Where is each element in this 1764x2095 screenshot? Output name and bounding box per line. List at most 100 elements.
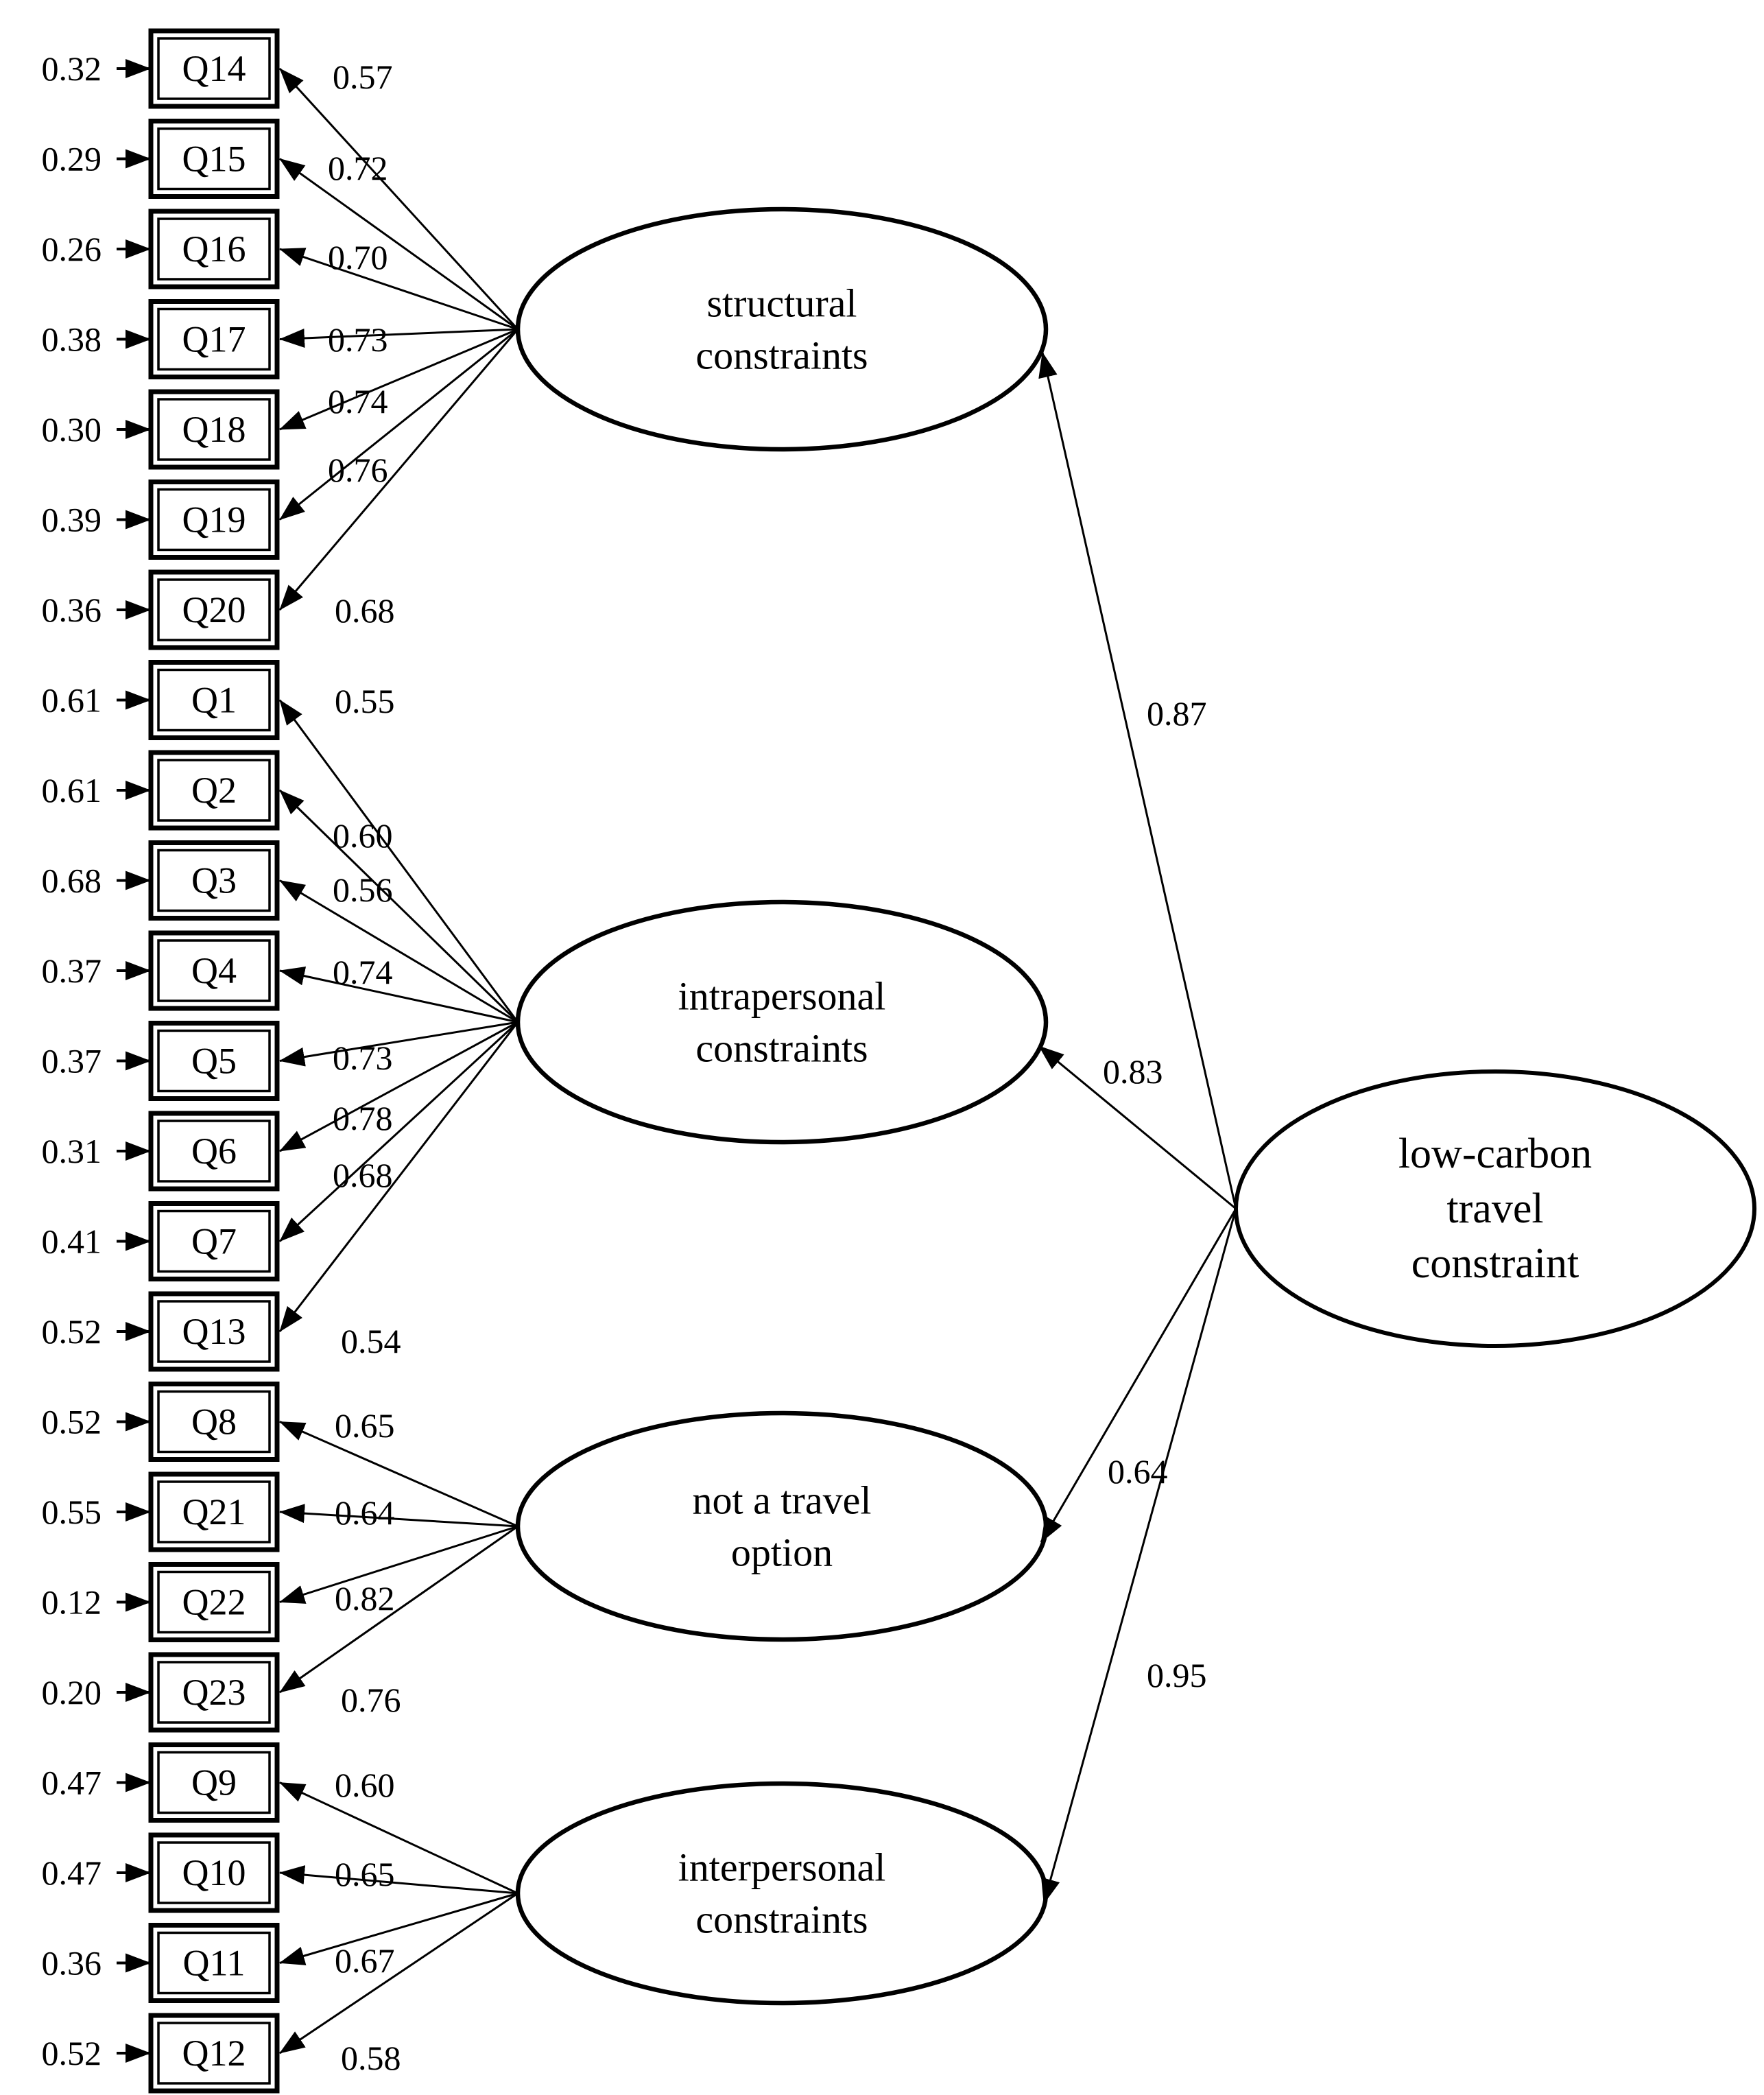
loading-value-Q4: 0.74 [333,953,393,991]
loading-value-Q5: 0.73 [333,1039,393,1077]
indicator-label-Q5: Q5 [191,1041,237,1082]
factor-label-intrapersonal-constraints-line1: intrapersonal [678,974,886,1019]
error-value-Q8: 0.52 [42,1403,102,1441]
indicator-box-Q17 [148,299,280,379]
indicator-label-Q22: Q22 [182,1582,246,1623]
latent-factor-ellipse-interpersonal-constraints [515,1781,1049,2006]
error-value-Q1: 0.61 [42,681,102,720]
error-value-Q14: 0.32 [42,49,102,88]
indicator-label-Q11: Q11 [183,1943,246,1984]
loading-value-Q1: 0.55 [335,682,395,720]
loading-value-Q22: 0.82 [335,1579,395,1618]
indicator-label-Q7: Q7 [191,1221,237,1262]
indicator-box-Q6 [148,1111,280,1192]
indicator-box-inner-Q3 [157,849,271,912]
indicator-box-Q8 [148,1382,280,1462]
loading-value-Q10: 0.65 [335,1855,395,1893]
loading-value-Q2: 0.60 [333,816,393,855]
error-value-Q23: 0.20 [42,1673,102,1712]
indicator-box-Q11 [148,1923,280,2003]
loading-value-Q13: 0.54 [341,1322,401,1360]
loading-arrow-not-a-travel-option-to-Q23 [279,1525,519,1694]
indicator-box-inner-Q11 [157,1931,271,1995]
indicator-box-inner-Q7 [157,1209,271,1273]
indicator-box-inner-Q10 [157,1841,271,1904]
indicator-box-Q18 [148,389,280,470]
second-order-factor-label-line2: travel [1446,1185,1543,1232]
loading-value-Q16: 0.70 [328,238,388,276]
path-coefficient-not-a-travel-option: 0.64 [1108,1452,1168,1491]
error-value-Q4: 0.37 [42,951,102,990]
loading-value-Q17: 0.73 [328,320,388,359]
path-coefficient-intrapersonal-constraints: 0.83 [1103,1052,1163,1091]
latent-factor-ellipse-structural-constraints [515,206,1049,452]
indicator-label-Q4: Q4 [191,950,237,991]
error-value-Q2: 0.61 [42,771,102,809]
loading-arrow-not-a-travel-option-to-Q22 [279,1525,519,1604]
indicator-label-Q8: Q8 [191,1401,237,1443]
indicator-box-inner-Q6 [157,1120,271,1183]
indicator-box-Q5 [148,1021,280,1101]
error-value-Q6: 0.31 [42,1132,102,1170]
indicator-box-Q14 [148,28,280,109]
indicator-box-inner-Q18 [157,398,271,461]
error-value-Q16: 0.26 [42,230,102,268]
factor-label-interpersonal-constraints-line1: interpersonal [678,1845,886,1890]
loading-arrow-intrapersonal-constraints-to-Q4 [279,966,519,1023]
loading-value-Q21: 0.64 [335,1493,395,1532]
path-low-carbon-travel-constraint-to-interpersonal-constraints [1041,1208,1237,1904]
loading-arrow-interpersonal-constraints-to-Q12 [279,1892,519,2055]
indicator-box-Q19 [148,480,280,560]
error-value-Q22: 0.12 [42,1583,102,1622]
indicator-label-Q17: Q17 [182,319,246,360]
loading-arrow-interpersonal-constraints-to-Q11 [279,1892,519,1965]
factor-label-intrapersonal-constraints-line2: constraints [695,1026,868,1071]
indicator-box-inner-Q22 [157,1570,271,1634]
indicator-box-inner-Q16 [157,217,271,281]
loading-arrow-structural-constraints-to-Q14 [278,67,519,331]
indicator-label-Q1: Q1 [191,680,237,721]
indicator-box-inner-Q14 [157,37,271,100]
loading-value-Q7: 0.68 [333,1156,393,1194]
loading-arrow-structural-constraints-to-Q17 [279,328,519,348]
latent-factor-ellipse-intrapersonal-constraints [515,899,1049,1145]
factor-label-not-a-travel-option-line1: not a travel [693,1478,872,1523]
indicator-label-Q3: Q3 [191,860,237,901]
loading-value-Q6: 0.78 [333,1099,393,1137]
second-order-factor-label-line1: low-carbon [1398,1131,1592,1177]
indicator-box-Q9 [148,1742,280,1823]
loading-value-Q11: 0.67 [335,1941,395,1980]
error-value-Q3: 0.68 [42,862,102,900]
indicator-box-Q2 [148,750,280,831]
loading-value-Q20: 0.68 [335,591,395,630]
indicator-box-inner-Q21 [157,1480,271,1543]
indicator-box-Q3 [148,840,280,921]
error-value-Q11: 0.36 [42,1944,102,1982]
error-value-Q10: 0.47 [42,1854,102,1892]
indicator-label-Q14: Q14 [182,48,246,89]
loading-arrow-structural-constraints-to-Q20 [278,329,519,611]
indicator-box-Q7 [148,1201,280,1281]
loading-arrow-structural-constraints-to-Q15 [279,158,519,331]
path-low-carbon-travel-constraint-to-structural-constraints [1038,352,1237,1209]
indicator-box-inner-Q8 [157,1390,271,1454]
indicator-box-inner-Q1 [157,668,271,732]
indicator-box-Q16 [148,209,280,289]
loading-arrow-not-a-travel-option-to-Q8 [279,1421,519,1528]
indicator-box-Q15 [148,119,280,199]
path-low-carbon-travel-constraint-to-not-a-travel-option [1040,1208,1237,1543]
indicator-box-Q12 [148,2013,280,2094]
error-value-Q13: 0.52 [42,1312,102,1351]
indicator-label-Q18: Q18 [182,409,246,450]
indicator-box-inner-Q2 [157,759,271,822]
indicator-label-Q10: Q10 [182,1852,246,1893]
path-coefficient-interpersonal-constraints: 0.95 [1147,1656,1207,1694]
indicator-box-Q10 [148,1832,280,1913]
factor-label-structural-constraints-line2: constraints [695,333,868,378]
loading-arrow-structural-constraints-to-Q18 [279,328,519,431]
factor-label-not-a-travel-option-line2: option [731,1530,833,1575]
indicator-box-Q20 [148,569,280,650]
error-value-Q12: 0.52 [42,2034,102,2072]
indicator-box-inner-Q12 [157,2022,271,2085]
